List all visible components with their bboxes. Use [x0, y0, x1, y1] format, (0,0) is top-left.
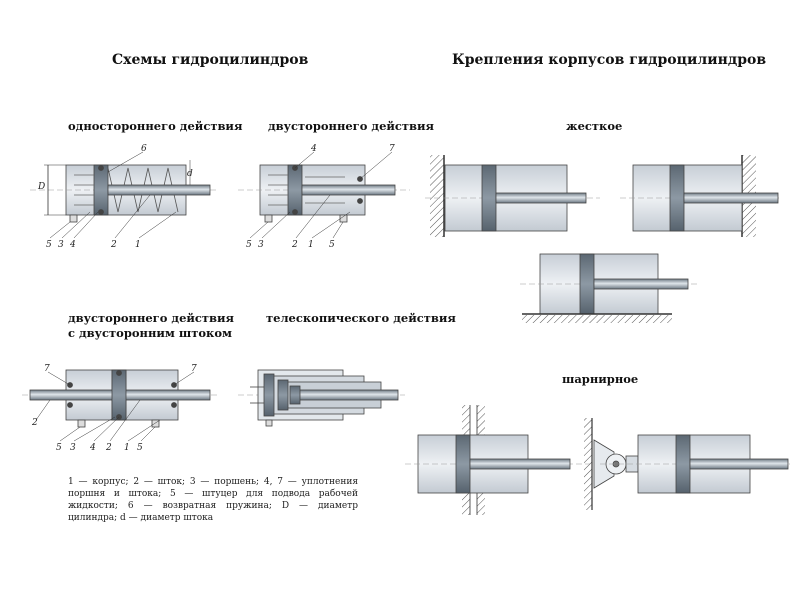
callout-label: 2	[32, 418, 38, 428]
callout-label: 7	[191, 364, 197, 374]
piston-rod	[683, 192, 779, 204]
callout-label: D	[38, 182, 46, 192]
subtitle-hinged-mount: шарнирное	[562, 372, 639, 386]
subtitle-double-rod-line2: с двусторонним штоком	[68, 326, 233, 340]
subtitle-double-acting: двустороннего действия	[268, 119, 435, 133]
piston-rod	[495, 192, 587, 204]
legend-text: 1 — корпус; 2 — шток; 3 — поршень; 4, 7 …	[68, 477, 358, 523]
callout-label: 1	[308, 240, 314, 250]
rigid-mount-left	[425, 155, 600, 237]
callout-label: 1	[124, 443, 130, 453]
callout-label: 4	[70, 240, 76, 250]
callout-label: 3	[70, 443, 76, 453]
piston	[579, 253, 595, 315]
telescopic-cylinder	[238, 369, 405, 427]
subtitle-rigid-mount: жесткое	[566, 119, 623, 133]
callout-label: 2	[111, 240, 117, 250]
piston	[287, 164, 303, 216]
rigid-mount-bottom	[520, 253, 700, 323]
piston	[455, 434, 471, 494]
callout-label: 4	[311, 144, 317, 154]
callout-label: 6	[141, 144, 147, 154]
callout-label: 5	[137, 443, 143, 453]
callout-label: 3	[58, 240, 64, 250]
piston-rod	[469, 458, 571, 470]
title-schemes: Схемы гидроцилиндров	[112, 52, 309, 68]
callout-label: 7	[389, 144, 395, 154]
callout-label: 5	[329, 240, 335, 250]
port-fitting	[151, 419, 160, 428]
double-rod-cylinder	[22, 369, 218, 442]
callout-label: 1	[135, 240, 141, 250]
subtitle-telescopic: телескопического действия	[266, 311, 456, 325]
hinged-mount-right	[584, 418, 790, 510]
title-mounts: Крепления корпусов гидроцилиндров	[452, 52, 767, 68]
callout-label: 3	[258, 240, 264, 250]
callout-label: 7	[44, 364, 50, 374]
subtitle-single-acting: одностороннего действия	[68, 119, 243, 133]
piston-rod	[593, 278, 689, 290]
piston	[675, 434, 691, 494]
callout-label: 5	[246, 240, 252, 250]
piston	[93, 164, 109, 216]
callout-label: 5	[56, 443, 62, 453]
piston	[481, 164, 497, 232]
callout-label: 2	[106, 443, 112, 453]
port-fitting	[69, 214, 78, 223]
hinged-mount-left	[405, 405, 590, 515]
piston	[669, 164, 685, 232]
port-fitting	[339, 214, 348, 223]
piston-rod	[689, 458, 789, 470]
callout-label: 5	[46, 240, 52, 250]
callout-label: 4	[90, 443, 96, 453]
callout-label: 2	[292, 240, 298, 250]
piston-rod	[107, 184, 211, 196]
single-acting-cylinder	[30, 151, 218, 239]
rigid-mount-right	[620, 155, 780, 237]
port-fitting	[264, 214, 273, 223]
subtitle-double-rod-line1: двустороннего действия	[68, 311, 235, 325]
piston-rod	[301, 184, 396, 196]
double-acting-cylinder	[238, 151, 410, 239]
port-fitting	[77, 419, 86, 428]
